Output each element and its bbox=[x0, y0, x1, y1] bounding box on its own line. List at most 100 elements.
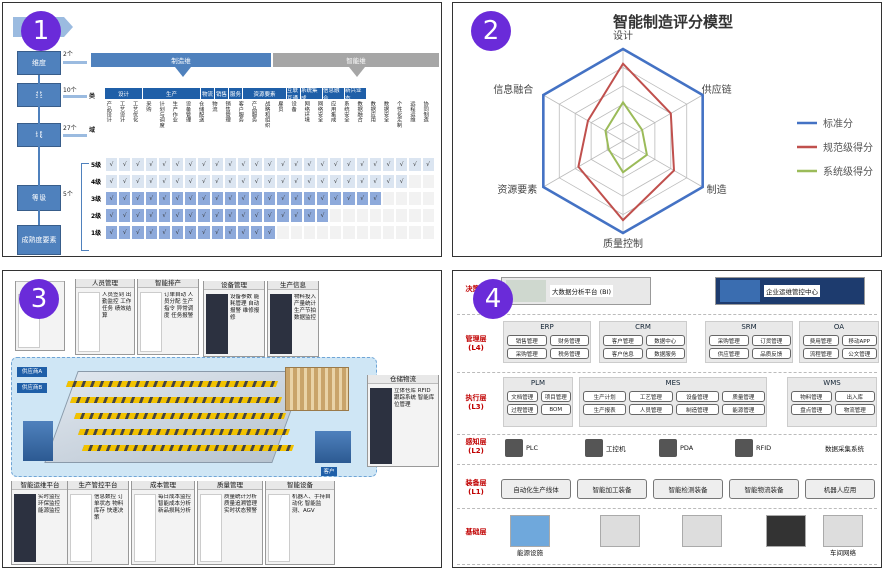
column-label-5: 生产作业 bbox=[171, 101, 178, 123]
l3-item: BOM bbox=[540, 404, 571, 415]
level-cell: √ bbox=[250, 225, 264, 240]
level-cell bbox=[329, 225, 343, 240]
column-label-21: 数据安全 bbox=[382, 101, 389, 123]
l4-item: 税务管理 bbox=[549, 348, 589, 359]
module-card-body: 每日成本监控 智能成本分析 新品损耗分析 bbox=[134, 494, 192, 562]
axis-label-5: 信息融合 bbox=[493, 83, 533, 96]
level-cell bbox=[395, 225, 409, 240]
level-cell bbox=[381, 225, 396, 240]
level-cell: √ bbox=[223, 225, 237, 240]
l2-label: RFID bbox=[756, 444, 772, 452]
level-cell: √ bbox=[236, 191, 251, 206]
level-cell: √ bbox=[184, 208, 198, 223]
module-card-thumb bbox=[134, 494, 156, 562]
module-card-thumb bbox=[270, 294, 292, 354]
level-cell: √ bbox=[210, 208, 224, 223]
layer-sub: (L1) bbox=[468, 488, 484, 497]
level-cell: √ bbox=[342, 157, 356, 172]
layer-label-2: 执行层(L3) bbox=[457, 394, 495, 412]
l2-label: 工控机 bbox=[606, 445, 626, 453]
level-cell: √ bbox=[118, 225, 132, 240]
level-cell: √ bbox=[289, 208, 303, 223]
column-label-13: 雇员 bbox=[276, 101, 283, 112]
level-cell bbox=[381, 208, 396, 223]
column-label-0: 产品设计 bbox=[105, 101, 112, 123]
level-cell: √ bbox=[197, 225, 211, 240]
level-cell: √ bbox=[118, 174, 132, 189]
level-cell bbox=[408, 174, 422, 189]
category-4: 服务 bbox=[229, 88, 242, 99]
l4-item: 采购管理 bbox=[507, 348, 547, 359]
module-card-2: 智能排产订单自动 人员分配 生产指令 异常调度 任务报警 bbox=[137, 279, 199, 355]
base-label: 车间网络 bbox=[830, 549, 856, 557]
radar-axis-2 bbox=[622, 140, 703, 188]
level-cell bbox=[395, 208, 409, 223]
level-cell: √ bbox=[236, 225, 251, 240]
base-item-4: 车间网络 bbox=[813, 515, 873, 561]
level-cell: √ bbox=[355, 191, 369, 206]
layer-row-5 bbox=[457, 511, 877, 565]
level-cell: √ bbox=[250, 191, 264, 206]
module-card-body: 人员签到 出勤监控 工作任务 绩效结算 bbox=[78, 292, 132, 352]
l2-label: 数据采集系统 bbox=[825, 445, 864, 453]
level-cell: √ bbox=[381, 157, 396, 172]
level-cell: √ bbox=[236, 174, 251, 189]
l3-item: 盘点管理 bbox=[791, 404, 832, 415]
level-cell: √ bbox=[131, 157, 145, 172]
base-item-0: 能源设施 bbox=[503, 515, 557, 561]
arrow-domain bbox=[63, 134, 87, 137]
level-label-0: 5级 bbox=[91, 162, 102, 169]
module-card-9: 质量管理质量统计分析 质量追溯管理 实时状态预警 bbox=[197, 481, 263, 565]
module-card-text: 订单自动 人员分配 生产指令 异常调度 任务报警 bbox=[164, 292, 194, 319]
level-cell: √ bbox=[144, 157, 158, 172]
l4-item: 财务管理 bbox=[549, 335, 589, 346]
category-1: 生产 bbox=[143, 88, 200, 99]
level-cell: √ bbox=[223, 191, 237, 206]
level-cell: √ bbox=[105, 225, 119, 240]
badge-1: 1 bbox=[21, 11, 61, 51]
l3-group-title: MES bbox=[665, 379, 681, 387]
customer-building bbox=[315, 431, 351, 463]
level-cell bbox=[342, 208, 356, 223]
category-5: 资源要素 bbox=[243, 88, 286, 99]
level-cell bbox=[355, 208, 369, 223]
module-card-thumb bbox=[268, 494, 290, 562]
l3-group-title: PLM bbox=[530, 379, 546, 387]
level-cell: √ bbox=[276, 157, 290, 172]
layer-label-5: 基础层 bbox=[457, 528, 495, 537]
row-label-class: 类 bbox=[89, 93, 96, 100]
l4-item: 客户管理 bbox=[603, 335, 643, 346]
level-cell: √ bbox=[316, 191, 330, 206]
module-card-text: 实时监控 环保监控 能源监控 bbox=[38, 494, 61, 514]
level-cell bbox=[381, 191, 396, 206]
level-cell: √ bbox=[170, 225, 185, 240]
level-cell bbox=[355, 225, 369, 240]
l4-group-title: ERP bbox=[540, 323, 554, 331]
customer-label: 客户 bbox=[321, 467, 337, 476]
level-cell: √ bbox=[118, 208, 132, 223]
level-cell: √ bbox=[368, 174, 382, 189]
level-cell: √ bbox=[408, 157, 422, 172]
module-card-thumb bbox=[370, 388, 392, 464]
level-cell: √ bbox=[131, 174, 145, 189]
layer-row-0 bbox=[457, 275, 877, 315]
base-item-3 bbox=[759, 515, 813, 561]
level-cell: √ bbox=[157, 191, 171, 206]
level-cell: √ bbox=[263, 191, 277, 206]
l1-item-3: 智能物流装备 bbox=[729, 479, 799, 499]
column-label-22: 个性化定制 bbox=[395, 101, 402, 128]
level-cell: √ bbox=[131, 225, 145, 240]
axis-label-4: 资源要素 bbox=[497, 183, 537, 196]
l2-label: PLC bbox=[526, 444, 539, 452]
level-cell bbox=[368, 225, 382, 240]
level-cell: √ bbox=[250, 157, 264, 172]
l1-item-2: 智能检测装备 bbox=[653, 479, 723, 499]
left-box-dimension: 维度 bbox=[17, 51, 61, 75]
level-cell bbox=[316, 225, 330, 240]
l3-item: 生产计划 bbox=[583, 391, 627, 402]
level-cell: √ bbox=[223, 208, 237, 223]
column-label-15: 网络环境 bbox=[303, 101, 310, 123]
legend-label-0: 标准分 bbox=[823, 118, 853, 130]
category-7: 系统集成 bbox=[301, 88, 322, 102]
